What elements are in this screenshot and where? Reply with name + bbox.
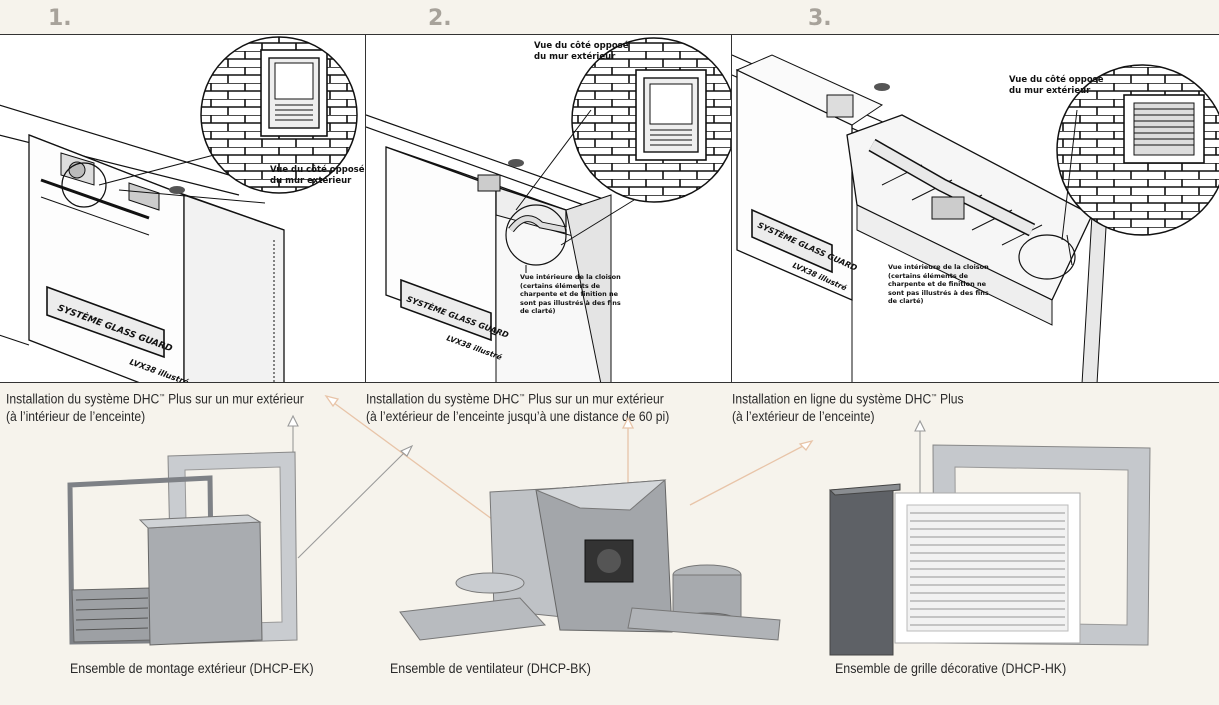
step-3-callout-line2: du mur extérieur (1009, 86, 1091, 96)
step-2-interior-line5: de clarté) (520, 307, 556, 315)
kit-label-decorative-grille: Ensemble de grille décorative (DHCP-HK) (835, 661, 1067, 676)
step-2-illustration: SYSTÈME GLASS GUARD LVX38 illustré Vue d… (365, 34, 732, 383)
step-3-interior-line3: charpente et de finition ne (888, 280, 987, 288)
step-3-caption: Installation en ligne du système DHC™ Pl… (732, 391, 964, 424)
step-3-interior-line2: (certains éléments de (888, 271, 969, 280)
step-3-callout-line1: Vue du côté opposé (1009, 75, 1104, 85)
step-2-interior-line4: sont pas illustrés à des fins (520, 298, 621, 307)
step-1-callout-line1: Vue du côté opposé (270, 165, 365, 175)
step-3-interior-line5: de clarté) (888, 297, 924, 305)
step-3-illustration: SYSTÈME GLASS GUARD LVX38 illustré Vue d… (731, 34, 1219, 383)
step-3-number: 3. (808, 6, 832, 31)
kit-label-fan: Ensemble de ventilateur (DHCP-BK) (390, 661, 591, 676)
step-1-number: 1. (48, 6, 72, 31)
step-1-caption: Installation du système DHC™ Plus sur un… (6, 391, 304, 424)
exterior-mount-kit-icon (67, 451, 298, 646)
step-2-callout-line1: Vue du côté opposé (534, 41, 629, 51)
step-2-number: 2. (428, 6, 452, 31)
step-2-callout-line2: du mur extérieur (534, 52, 616, 62)
step-3-interior-line1: Vue intérieure de la cloison (888, 263, 989, 271)
step-1-illustration: SYSTÈME GLASS GUARD LVX38 illustré Vue d… (0, 34, 366, 383)
step-2-interior-line3: charpente et de finition ne (520, 290, 619, 298)
fan-kit-icon (399, 479, 781, 641)
step-2-model: LVX38 illustré (445, 333, 503, 361)
kit-label-exterior-mount: Ensemble de montage extérieur (DHCP-EK) (70, 661, 314, 676)
step-2-interior-line1: Vue intérieure de la cloison (520, 273, 621, 281)
decorative-grille-kit-icon (828, 444, 1151, 656)
step-2-caption: Installation du système DHC™ Plus sur un… (366, 391, 670, 424)
step-2-interior-line2: (certains éléments de (520, 281, 601, 290)
step-1-callout-line2: du mur extérieur (270, 176, 352, 186)
step-3-interior-line4: sont pas illustrés à des fins (888, 288, 989, 297)
